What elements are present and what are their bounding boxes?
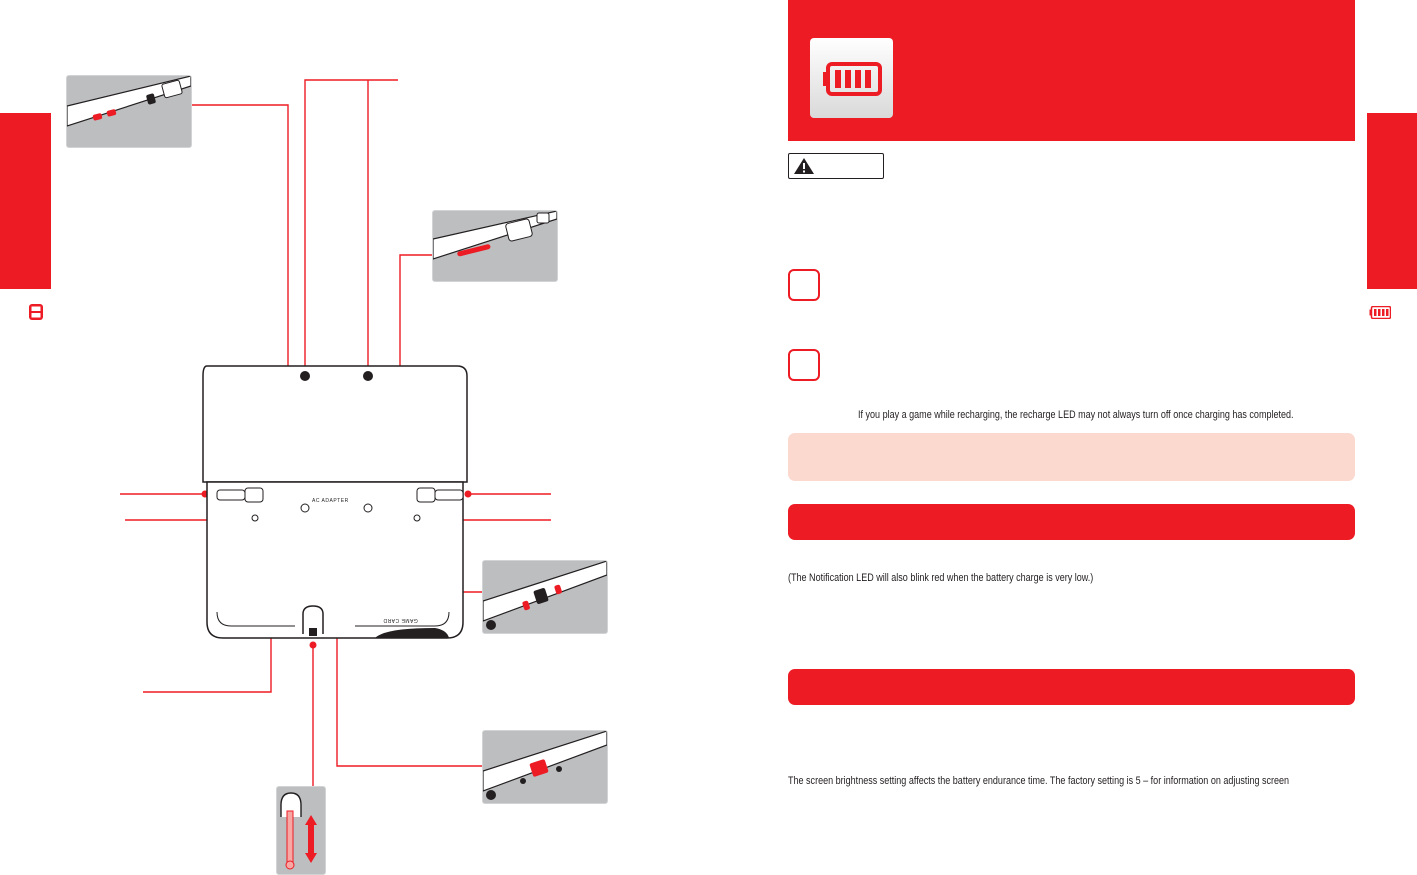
step-box-1 <box>788 269 820 301</box>
inset-bottom-right <box>482 730 608 804</box>
section-bar-1 <box>788 504 1355 540</box>
left-chapter-tab[interactable] <box>0 113 51 289</box>
warning-triangle-icon <box>794 158 814 174</box>
device-back-diagram <box>202 365 468 639</box>
header-icon-tile <box>810 38 893 118</box>
section-bar-2 <box>788 669 1355 705</box>
right-chapter-tab[interactable] <box>1367 113 1417 289</box>
battery-full-icon <box>823 62 882 96</box>
note-box <box>788 433 1355 481</box>
step-box-2 <box>788 349 820 381</box>
inset-top-left <box>66 75 192 148</box>
console-icon <box>29 304 43 320</box>
brightness-text: The screen brightness setting affects th… <box>788 775 1290 787</box>
battery-icon <box>1369 306 1391 319</box>
recharge-tip-text: If you play a game while recharging, the… <box>858 409 1294 421</box>
game-card-marking: GAME CARD <box>383 617 418 623</box>
ac-adapter-marking: AC ADAPTER <box>312 498 349 504</box>
inset-middle-right <box>482 560 608 634</box>
inset-stylus <box>276 786 326 875</box>
notification-led-text: (The Notification LED will also blink re… <box>788 572 1094 584</box>
inset-top-right <box>432 210 558 282</box>
chapter-header <box>788 0 1355 141</box>
warning-label <box>788 153 884 179</box>
